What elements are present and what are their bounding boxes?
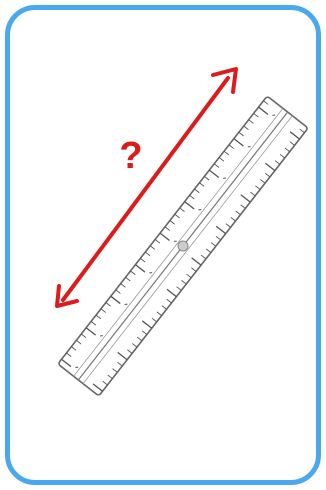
- question-mark: ?: [111, 131, 151, 181]
